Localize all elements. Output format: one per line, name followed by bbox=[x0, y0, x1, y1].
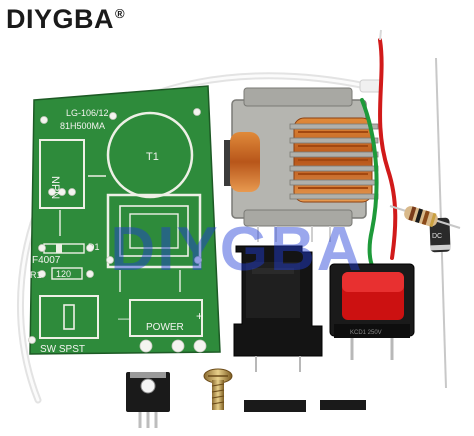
pcb-board: LG-106/12 81H500MA T1 NPN F4007 D1 R1 12… bbox=[28, 85, 221, 355]
screw bbox=[203, 368, 233, 410]
watermark-text: DIYGBA bbox=[110, 215, 363, 284]
pcb-power-label: POWER bbox=[146, 322, 184, 333]
svg-text:KCD1 250V: KCD1 250V bbox=[350, 330, 382, 336]
pin-header-left bbox=[244, 362, 306, 422]
pcb-transformer-label: T1 bbox=[146, 151, 159, 163]
transistor bbox=[126, 372, 170, 428]
rocker-switch: KCD1 250V bbox=[329, 263, 415, 360]
pcb-switch-label: SW SPST bbox=[40, 344, 85, 355]
pcb-resistor-value: 120 bbox=[56, 269, 71, 279]
brand-logo: DIYGBA® bbox=[6, 4, 126, 34]
pcb-diode-part: F4007 bbox=[32, 255, 61, 266]
diode-label: DC bbox=[432, 233, 442, 240]
pcb-plus-label: + bbox=[196, 309, 203, 323]
pcb-npn-label: NPN bbox=[49, 176, 61, 199]
pcb-model-line1: LG-106/12 bbox=[66, 108, 109, 118]
ignition-coil bbox=[224, 87, 379, 242]
pcb-model-line2: 81H500MA bbox=[60, 121, 105, 131]
resistor-component bbox=[389, 205, 461, 229]
pcb-diode-ref: D1 bbox=[88, 242, 100, 252]
pcb-minus-label: — bbox=[118, 311, 130, 325]
pcb-resistor-ref: R1 bbox=[30, 270, 42, 280]
pin-header-right bbox=[320, 362, 366, 422]
